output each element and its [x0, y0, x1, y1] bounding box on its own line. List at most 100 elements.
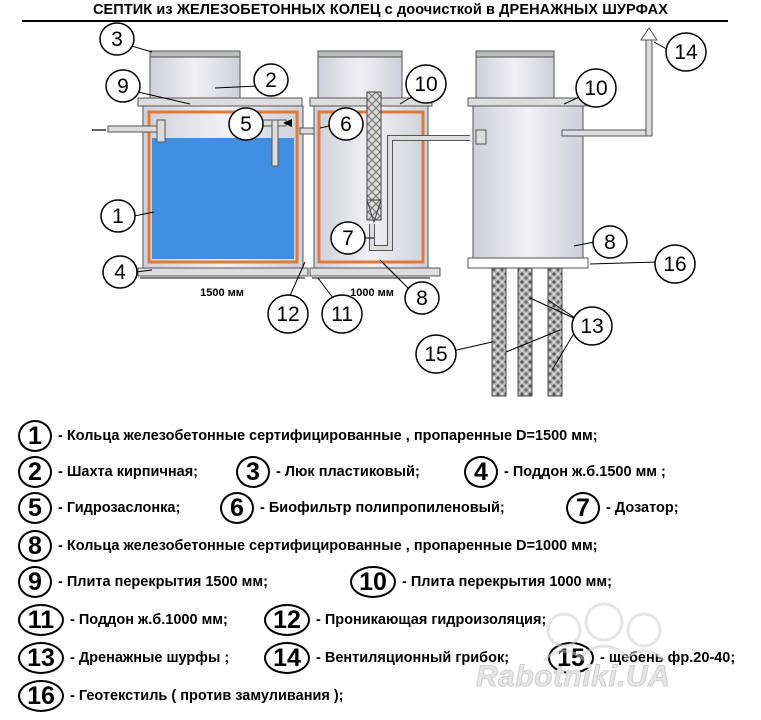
- legend-text: - Плита перекрытия 1500 мм;: [58, 574, 268, 590]
- vent-pipe-v: [645, 37, 653, 137]
- watermark-logo: [542, 602, 666, 662]
- valve-pipe-drop: [271, 119, 279, 167]
- legend-item: 2 - Шахта кирпичная;: [18, 454, 198, 490]
- callout-label: 10: [414, 73, 437, 96]
- drain-pit-2: [517, 267, 533, 397]
- geotextile: [467, 257, 589, 269]
- callout-label: 15: [424, 343, 447, 366]
- legend-number: 1: [18, 420, 52, 452]
- legend-item: 14- Вентиляционный грибок;: [264, 640, 509, 676]
- legend-number: 12: [264, 604, 310, 636]
- legend-number: 8: [18, 530, 52, 562]
- callout-label: 8: [416, 287, 428, 310]
- dim-1500: 1500 мм: [200, 287, 244, 299]
- legend-item: 10 - Плита перекрытия 1000 мм;: [350, 564, 612, 600]
- callout-label: 11: [331, 303, 353, 326]
- legend-item: 7- Дозатор;: [566, 490, 679, 526]
- legend-number: 7: [566, 492, 600, 524]
- callout-label: 10: [584, 77, 607, 100]
- waterproofing-1: [147, 110, 299, 264]
- legend-text: - Кольца железобетонные сертифицированны…: [58, 428, 598, 444]
- legend-number: 9: [18, 566, 52, 598]
- page-title: СЕПТИК из ЖЕЛЕЗОБЕТОННЫХ КОЛЕЦ с доочист…: [92, 2, 669, 18]
- legend-text: - Проникающая гидроизоляция;: [316, 612, 547, 628]
- doser-pipe-inner: [370, 136, 470, 250]
- hatch-1: [149, 50, 241, 58]
- base-slab-1000: [309, 267, 441, 277]
- callout-label: 8: [604, 231, 616, 254]
- callout-label: 14: [674, 41, 698, 64]
- drain-pit-1: [491, 267, 507, 397]
- callout-circle: [328, 107, 364, 141]
- callout-circle: [415, 334, 457, 374]
- callout-circle: [228, 107, 264, 141]
- legend-text: - Шахта кирпичная;: [58, 464, 198, 480]
- legend-text: - Поддон ж.б.1000 мм;: [70, 612, 228, 628]
- hatch-2: [317, 50, 403, 58]
- callout-circle: [405, 64, 447, 104]
- callout-circle: [105, 69, 141, 103]
- brick-shaft-1: [149, 54, 241, 104]
- legend-item: 16 - Геотекстиль ( против замуливания );: [18, 678, 344, 714]
- legend-number: 5: [18, 492, 52, 524]
- legend-number: 14: [264, 642, 310, 674]
- callout-label: 7: [342, 227, 354, 250]
- callout-label: 4: [114, 261, 126, 284]
- legend-text: - Люк пластиковый;: [276, 464, 420, 480]
- base-slab-1500: [137, 267, 309, 277]
- inlet-pipe: [107, 125, 159, 133]
- legend-number: 4: [464, 456, 498, 488]
- callout-circle: [321, 294, 363, 334]
- callout-circle: [330, 221, 366, 255]
- legend-number: 16: [18, 680, 64, 712]
- shaft-2: [317, 54, 403, 104]
- callout-label: 1: [112, 205, 124, 228]
- callout-label: 3: [111, 28, 123, 51]
- cover-slab-1500: [137, 97, 303, 107]
- legend-number: 10: [350, 566, 396, 598]
- legend-text: - Гидрозаслонка;: [58, 500, 181, 516]
- callout-label: 2: [265, 69, 277, 92]
- callout-label: 6: [340, 113, 352, 136]
- legend-number: 3: [236, 456, 270, 488]
- callout-circle: [99, 22, 135, 56]
- legend-item: 4 - Поддон ж.б.1500 мм ;: [464, 454, 666, 490]
- pipe-stub: [475, 129, 487, 145]
- legend-number: 6: [220, 492, 254, 524]
- biofilter-bottom: [366, 199, 382, 224]
- tank-1000-right: [467, 27, 658, 397]
- legend-text: - Биофильтр полипропиленовый;: [260, 500, 505, 516]
- legend-item: 12 - Проникающая гидроизоляция;: [264, 602, 546, 638]
- legend-number: 2: [18, 456, 52, 488]
- callout-circle: [665, 32, 707, 72]
- legend-text: - Геотекстиль ( против замуливания );: [70, 688, 344, 704]
- callout-circle: [575, 68, 617, 108]
- legend-item: 1 - Кольца железобетонные сертифицированн…: [18, 418, 598, 454]
- callout-circle: [571, 306, 613, 346]
- legend-number: 11: [18, 604, 64, 636]
- callout-circle: [592, 225, 628, 259]
- legend: 1 - Кольца железобетонные сертифицированн…: [0, 410, 761, 720]
- dim-1000: 1000 мм: [350, 287, 394, 299]
- callout-label: 5: [240, 113, 252, 136]
- callout-circle: [267, 294, 309, 334]
- legend-text: - Кольца железобетонные сертифицированны…: [58, 538, 598, 554]
- callout-label: 16: [663, 253, 686, 276]
- legend-number: 13: [18, 642, 64, 674]
- callout-label: 12: [276, 303, 299, 326]
- callout-circle: [100, 199, 136, 233]
- rings-1000b: [472, 105, 584, 259]
- tank-1500: [92, 50, 309, 277]
- legend-item: 3 - Люк пластиковый;: [236, 454, 420, 490]
- callout-circle: [404, 281, 440, 315]
- title-underline: [22, 20, 728, 22]
- legend-text: - Дренажные шурфы ;: [70, 650, 230, 666]
- legend-item: 9 - Плита перекрытия 1500 мм;: [18, 564, 268, 600]
- flow-arrow: [283, 119, 292, 127]
- legend-text: - Поддон ж.б.1500 мм ;: [504, 464, 666, 480]
- shaft-3: [475, 54, 555, 104]
- legend-text: - Плита перекрытия 1000 мм;: [402, 574, 612, 590]
- vent-cap: [640, 27, 658, 41]
